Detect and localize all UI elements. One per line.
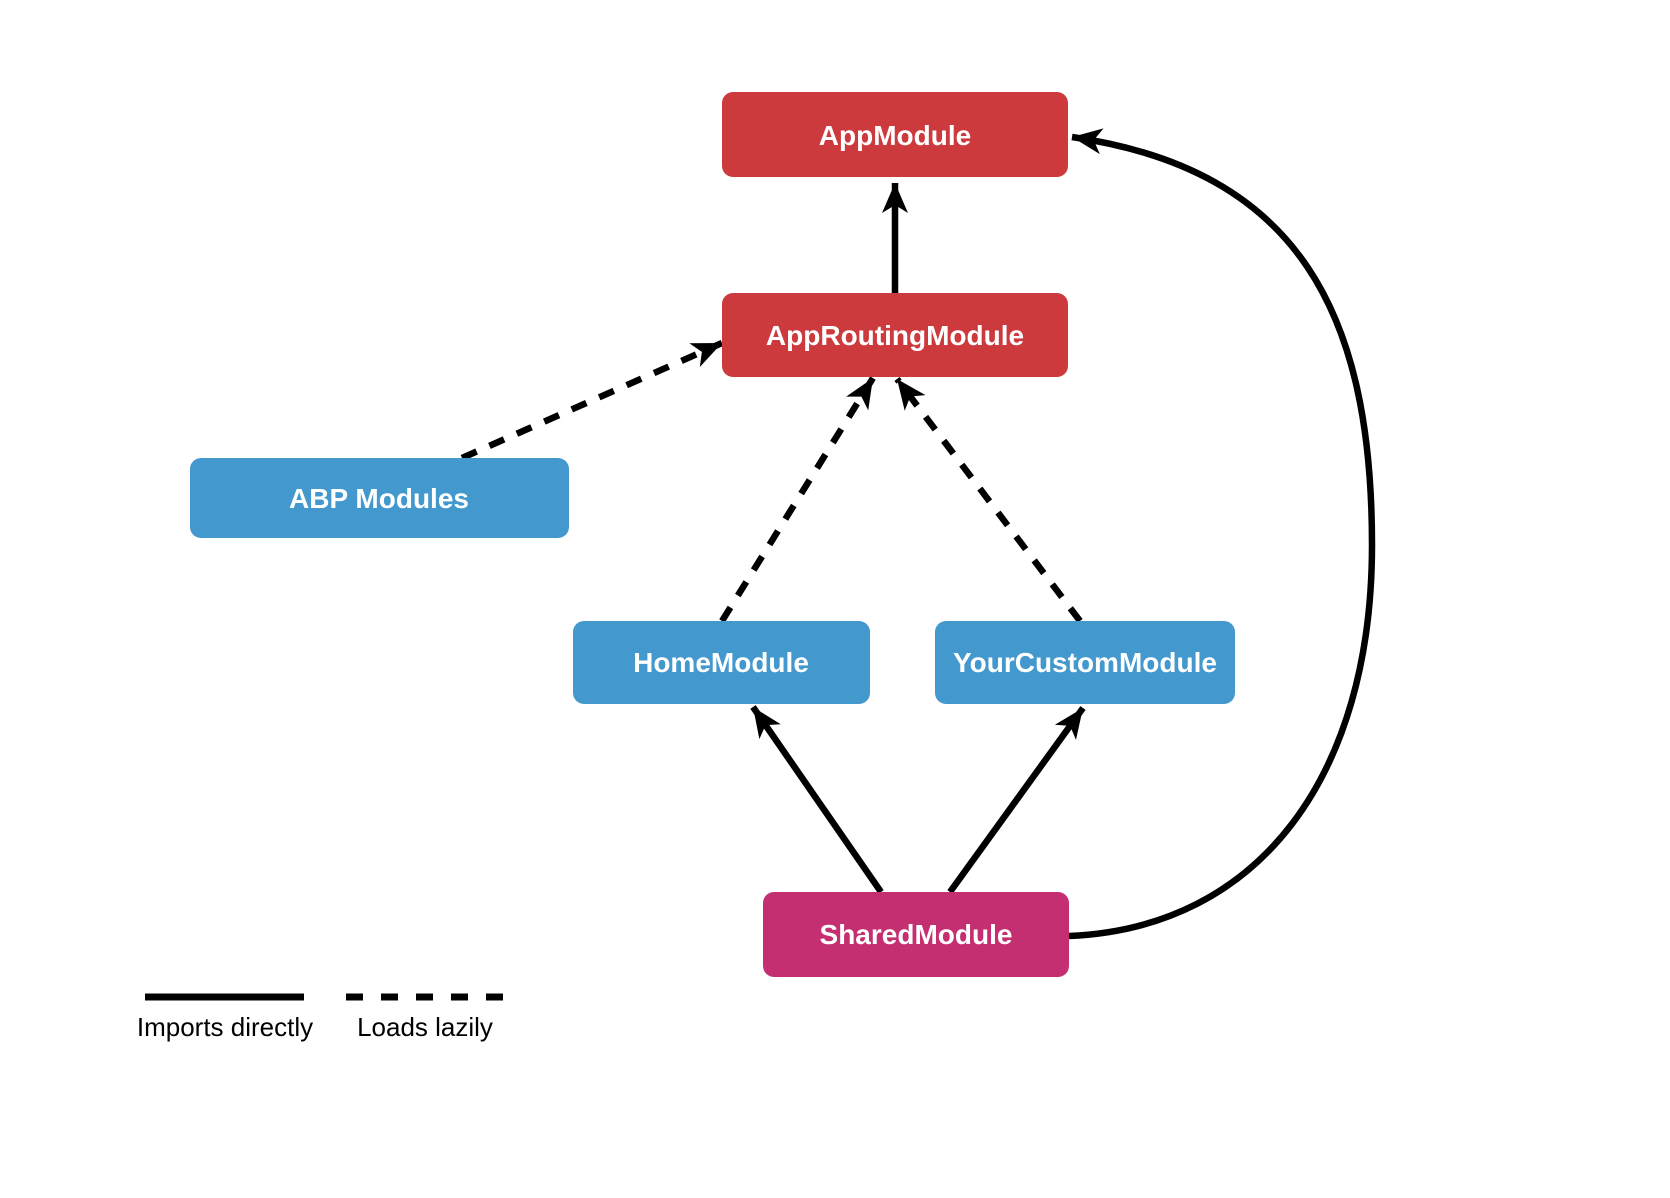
node-abp-modules-box xyxy=(190,458,569,538)
node-home-module: HomeModule xyxy=(573,621,870,704)
edge-yourcustommodule-to-approutingmodule xyxy=(894,377,1083,623)
node-app-routing-module-label: AppRoutingModule xyxy=(766,320,1024,351)
node-shared-module-label: SharedModule xyxy=(820,919,1013,950)
node-app-module-box xyxy=(722,92,1068,177)
node-home-module-box xyxy=(573,621,870,704)
edge-sharedmodule-to-homemodule xyxy=(750,705,884,894)
node-app-module-label: AppModule xyxy=(819,120,971,151)
legend-dashed-label: Loads lazily xyxy=(357,1012,493,1042)
node-app-routing-module: AppRoutingModule xyxy=(722,293,1068,377)
node-app-routing-module-box xyxy=(722,293,1068,377)
node-abp-modules-label: ABP Modules xyxy=(289,483,469,514)
node-your-custom-module: YourCustomModule xyxy=(935,621,1235,704)
legend-solid-label: Imports directly xyxy=(137,1012,313,1042)
edge-homemodule-to-approutingmodule xyxy=(719,376,876,623)
legend: Imports directly Loads lazily xyxy=(137,993,507,1042)
edge-sharedmodule-to-appmodule xyxy=(1068,128,1376,940)
edge-sharedmodule-to-yourcustommodule xyxy=(947,706,1086,894)
node-home-module-label: HomeModule xyxy=(633,647,809,678)
node-app-module: AppModule xyxy=(722,92,1068,177)
node-your-custom-module-box xyxy=(935,621,1235,704)
node-shared-module-box xyxy=(763,892,1069,977)
node-shared-module: SharedModule xyxy=(763,892,1069,977)
edge-abpmodules-to-approutingmodule xyxy=(460,340,724,461)
node-your-custom-module-label: YourCustomModule xyxy=(953,647,1217,678)
node-abp-modules: ABP Modules xyxy=(190,458,569,538)
